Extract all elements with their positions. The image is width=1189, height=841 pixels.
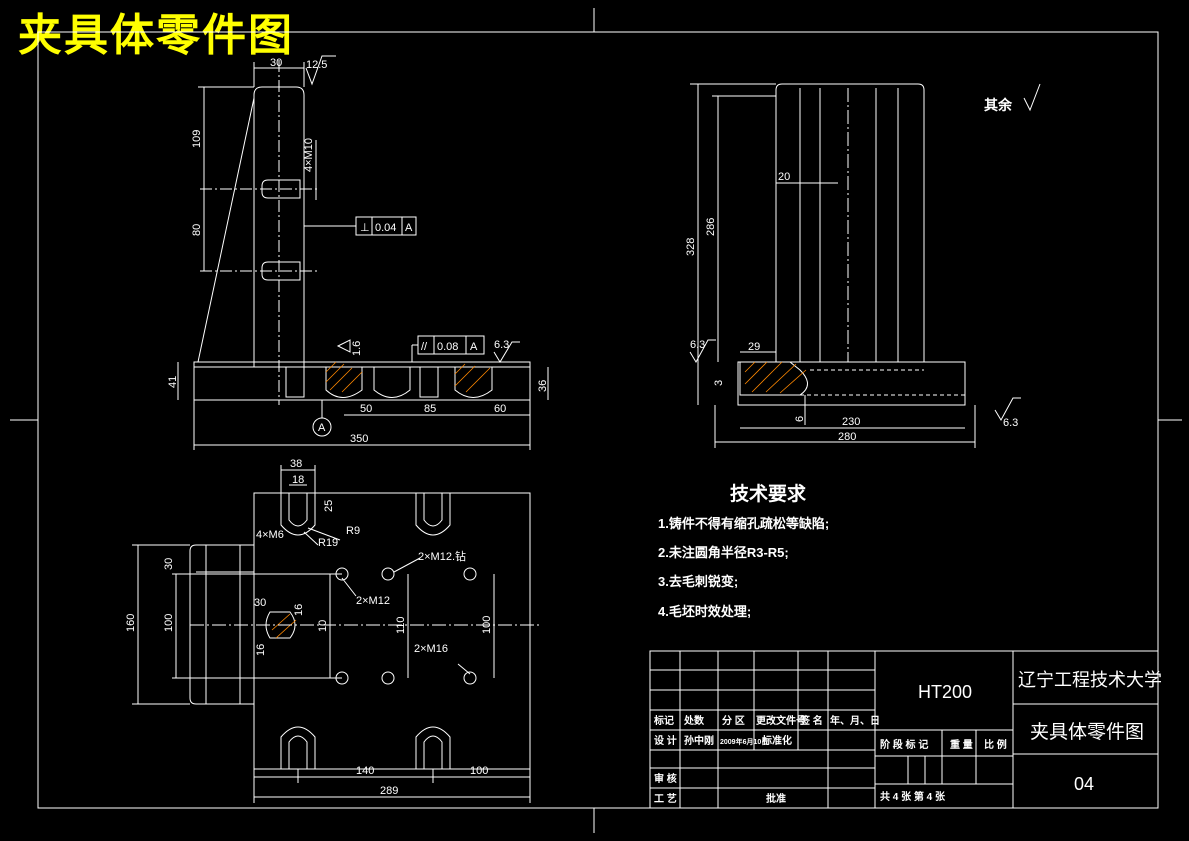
tb-drawing-no: 04 bbox=[1074, 774, 1094, 794]
tb-standard: 标准化 bbox=[761, 734, 792, 747]
dim-top-16: 16 bbox=[293, 604, 305, 616]
tb-label-mark: 标记 bbox=[653, 714, 674, 727]
tech-req-item-4: 4.毛坯时效处理; bbox=[658, 604, 751, 619]
dim-top-30: 30 bbox=[163, 558, 175, 570]
dim-top-30b: 30 bbox=[254, 597, 266, 609]
hole-m16: 2×M16 bbox=[414, 643, 448, 655]
dim-top-100-bottom: 100 bbox=[470, 765, 488, 777]
tol-par-datum: A bbox=[470, 341, 478, 353]
tb-scale: 比 例 bbox=[984, 738, 1007, 751]
dim-side-286: 286 bbox=[705, 218, 717, 236]
datum-a-label: A bbox=[318, 422, 326, 434]
dim-side-6: 6 bbox=[794, 416, 806, 422]
hole-m12-drill: 2×M12.钻 bbox=[418, 549, 466, 563]
tb-design-date: 2009年6月10日 bbox=[720, 737, 768, 746]
side-view bbox=[689, 83, 1041, 448]
tb-label-change: 更改文件号 bbox=[756, 714, 806, 727]
other-roughness-label: 其余 bbox=[984, 97, 1013, 113]
dim-top-r9: R9 bbox=[346, 525, 360, 537]
tb-designer: 孙中刚 bbox=[684, 734, 714, 747]
tech-req-item-1: 1.铸件不得有缩孔疏松等缺陷; bbox=[658, 516, 829, 531]
tb-label-zone: 分 区 bbox=[722, 714, 745, 727]
tb-approve: 批准 bbox=[766, 792, 786, 805]
dim-front-thread: 4×M10 bbox=[303, 138, 315, 172]
roughness-front-right: 6.3 bbox=[494, 339, 509, 351]
dim-top-140: 140 bbox=[356, 765, 374, 777]
roughness-side-right: 6.3 bbox=[1003, 417, 1018, 429]
drawing-frame bbox=[10, 8, 1182, 833]
tb-label-date: 年、月、日 bbox=[830, 714, 880, 727]
tb-process: 工 艺 bbox=[654, 792, 677, 805]
tb-label-sign: 签 名 bbox=[799, 714, 823, 727]
top-view bbox=[132, 465, 540, 803]
dim-front-109: 109 bbox=[191, 130, 203, 148]
tb-review: 审 核 bbox=[654, 772, 677, 785]
dim-front-85: 85 bbox=[424, 403, 436, 415]
dim-top-16b: 16 bbox=[255, 644, 267, 656]
tb-weight: 重 量 bbox=[950, 738, 973, 751]
dim-top-10: 10 bbox=[317, 620, 329, 632]
dim-top-18: 18 bbox=[292, 474, 304, 486]
dim-side-29: 29 bbox=[748, 341, 760, 353]
dim-top-289: 289 bbox=[380, 785, 398, 797]
dim-front-36: 36 bbox=[537, 380, 549, 392]
dim-side-3: 3 bbox=[713, 380, 725, 386]
tol-par-value: 0.08 bbox=[437, 341, 458, 353]
tol-par-symbol: // bbox=[421, 341, 428, 353]
dim-front-top: 30 bbox=[270, 57, 282, 69]
tb-drawing-name: 夹具体零件图 bbox=[1030, 721, 1144, 743]
roughness-side-left: 6.3 bbox=[690, 339, 705, 351]
tech-req-heading: 技术要求 bbox=[730, 482, 807, 505]
roughness-front-mid: 1.6 bbox=[351, 341, 363, 356]
dim-front-60: 60 bbox=[494, 403, 506, 415]
dim-side-328: 328 bbox=[685, 238, 697, 256]
tech-req-item-2: 2.未注圆角半径R3-R5; bbox=[658, 545, 789, 560]
dim-top-110: 110 bbox=[395, 616, 407, 634]
tol-perp-value: 0.04 bbox=[375, 222, 396, 234]
dim-side-20: 20 bbox=[778, 171, 790, 183]
tol-perp-datum: A bbox=[405, 222, 413, 234]
dim-top-r19: R19 bbox=[318, 537, 338, 549]
tb-sheets: 共 4 张 第 4 张 bbox=[880, 790, 946, 803]
tb-school: 辽宁工程技术大学 bbox=[1018, 670, 1162, 690]
dim-front-350: 350 bbox=[350, 433, 368, 445]
dim-top-100-right: 100 bbox=[481, 616, 493, 634]
dim-top-100-left: 100 bbox=[163, 614, 175, 632]
tb-stage: 阶 段 标 记 bbox=[880, 738, 928, 751]
dim-top-m6: 4×M6 bbox=[256, 529, 284, 541]
dim-top-160: 160 bbox=[125, 614, 137, 632]
dim-top-38: 38 bbox=[290, 458, 302, 470]
dim-side-280: 280 bbox=[838, 431, 856, 443]
title-block-grid bbox=[649, 650, 1159, 809]
hole-m12: 2×M12 bbox=[356, 595, 390, 607]
drawing-title: 夹具体零件图 bbox=[18, 10, 294, 61]
tech-req-item-3: 3.去毛刺锐变; bbox=[658, 574, 738, 589]
tb-design: 设 计 bbox=[654, 734, 677, 747]
dim-front-41: 41 bbox=[167, 376, 179, 388]
tb-material: HT200 bbox=[918, 682, 972, 702]
roughness-front-top: 12.5 bbox=[306, 59, 327, 71]
tb-label-count: 处数 bbox=[683, 714, 705, 727]
dim-side-230: 230 bbox=[842, 416, 860, 428]
dim-top-25: 25 bbox=[323, 500, 335, 512]
dim-front-50: 50 bbox=[360, 403, 372, 415]
dim-front-80: 80 bbox=[191, 224, 203, 236]
front-view bbox=[177, 55, 549, 450]
tol-perp-symbol: ⊥ bbox=[360, 222, 370, 234]
